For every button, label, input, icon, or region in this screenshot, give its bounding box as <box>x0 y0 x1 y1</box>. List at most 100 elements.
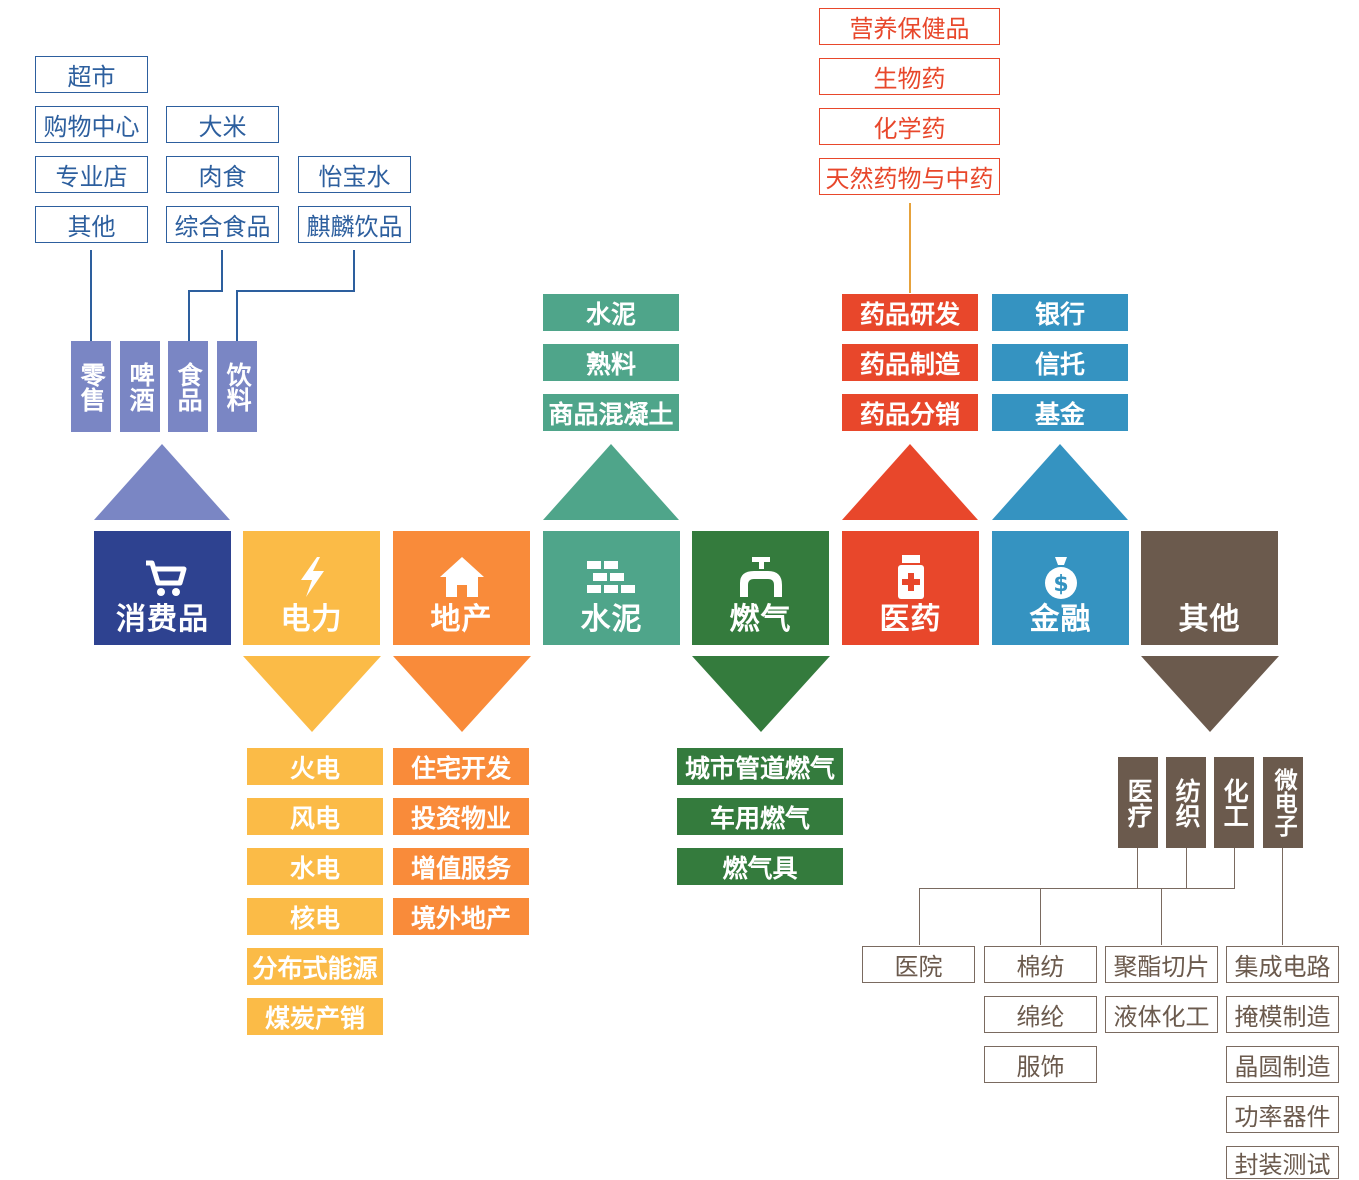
gas-item: 燃气具 <box>677 848 843 885</box>
connector-line <box>1234 848 1235 888</box>
cement-item: 水泥 <box>543 294 679 331</box>
food-item: 综合食品 <box>166 206 279 243</box>
finance-item: 银行 <box>992 294 1128 331</box>
micro-item: 集成电路 <box>1226 946 1339 983</box>
power-item: 风电 <box>247 798 383 835</box>
power-item: 水电 <box>247 848 383 885</box>
other-sub: 化工 <box>1214 757 1254 848</box>
realestate-item: 住宅开发 <box>393 748 529 785</box>
down-arrow <box>1141 656 1279 732</box>
connector-line <box>1186 848 1187 888</box>
micro-item: 功率器件 <box>1226 1096 1339 1133</box>
category-label: 其他 <box>1178 602 1241 637</box>
lightning-icon <box>300 557 324 597</box>
consumer-sub: 零售 <box>71 341 111 432</box>
consumer-sub: 食品 <box>168 341 208 432</box>
down-arrow <box>393 656 531 732</box>
up-arrow <box>842 444 978 520</box>
connector-line <box>236 290 355 292</box>
svg-text:$: $ <box>1053 572 1068 597</box>
textile-item: 棉纺 <box>984 946 1097 983</box>
micro-item: 掩模制造 <box>1226 996 1339 1033</box>
power-item: 煤炭产销 <box>247 998 383 1035</box>
gas-item: 城市管道燃气 <box>677 748 843 785</box>
up-arrow <box>992 444 1128 520</box>
power-item: 核电 <box>247 898 383 935</box>
category-finance: $ 金融 <box>992 531 1129 645</box>
pharma-research-item: 营养保健品 <box>819 8 1000 45</box>
drinks-item: 麒麟饮品 <box>298 206 411 243</box>
power-item: 分布式能源 <box>247 948 383 985</box>
pharma-sub: 药品研发 <box>842 294 978 331</box>
category-consumer: 消费品 <box>94 531 231 645</box>
food-item: 大米 <box>166 106 279 143</box>
realestate-item: 境外地产 <box>393 898 529 935</box>
realestate-item: 增值服务 <box>393 848 529 885</box>
category-realestate: 地产 <box>393 531 530 645</box>
down-arrow <box>243 656 381 732</box>
connector-line <box>90 250 92 342</box>
connector-line <box>1282 848 1283 945</box>
pharma-sub: 药品制造 <box>842 344 978 381</box>
connector-line <box>909 203 911 293</box>
category-label: 消费品 <box>116 602 209 637</box>
consumer-sub: 啤酒 <box>120 341 160 432</box>
money-bag-icon: $ <box>1044 557 1077 599</box>
finance-item: 信托 <box>992 344 1128 381</box>
connector-line <box>1161 888 1162 945</box>
category-cement: 水泥 <box>543 531 680 645</box>
house-icon <box>439 557 484 597</box>
category-label: 金融 <box>1029 602 1092 637</box>
connector-line <box>353 250 355 292</box>
category-label: 水泥 <box>580 602 643 637</box>
pharma-sub: 药品分销 <box>842 394 978 431</box>
category-pharma: 医药 <box>842 531 979 645</box>
pharma-research-item: 生物药 <box>819 58 1000 95</box>
retail-item: 购物中心 <box>35 106 148 143</box>
category-other: 其他 <box>1141 531 1278 645</box>
micro-item: 晶圆制造 <box>1226 1046 1339 1083</box>
power-item: 火电 <box>247 748 383 785</box>
chemical-item: 液体化工 <box>1105 996 1218 1033</box>
brick-wall-icon <box>586 561 635 593</box>
medical-item: 医院 <box>862 946 975 983</box>
other-sub: 医疗 <box>1118 757 1158 848</box>
connector-line <box>1137 848 1138 888</box>
connector-line <box>1040 888 1041 945</box>
retail-item: 超市 <box>35 56 148 93</box>
textile-item: 服饰 <box>984 1046 1097 1083</box>
category-label: 地产 <box>430 602 493 637</box>
realestate-item: 投资物业 <box>393 798 529 835</box>
micro-item: 封装测试 <box>1226 1146 1339 1179</box>
shopping-cart-icon <box>145 560 186 596</box>
retail-item: 其他 <box>35 206 148 243</box>
cement-item: 商品混凝土 <box>543 394 679 431</box>
consumer-sub: 饮料 <box>217 341 257 432</box>
faucet-icon <box>739 557 782 597</box>
category-label: 燃气 <box>729 602 792 637</box>
other-sub: 纺织 <box>1166 757 1206 848</box>
up-arrow <box>543 444 679 520</box>
up-arrow <box>94 444 230 520</box>
connector-line <box>188 290 223 292</box>
category-label: 电力 <box>280 602 343 637</box>
textile-item: 绵纶 <box>984 996 1097 1033</box>
pharma-research-item: 天然药物与中药 <box>819 158 1000 195</box>
connector-line <box>188 290 190 342</box>
category-label: 医药 <box>879 602 942 637</box>
other-sub: 微电子 <box>1263 757 1303 848</box>
down-arrow <box>692 656 830 732</box>
category-gas: 燃气 <box>692 531 829 645</box>
category-power: 电力 <box>243 531 380 645</box>
finance-item: 基金 <box>992 394 1128 431</box>
food-item: 肉食 <box>166 156 279 193</box>
connector-line <box>221 250 223 292</box>
connector-line <box>919 888 920 945</box>
medicine-bottle-icon <box>897 555 924 599</box>
retail-item: 专业店 <box>35 156 148 193</box>
connector-line <box>919 888 1235 889</box>
connector-line <box>236 290 238 342</box>
pharma-research-item: 化学药 <box>819 108 1000 145</box>
chemical-item: 聚酯切片 <box>1105 946 1218 983</box>
gas-item: 车用燃气 <box>677 798 843 835</box>
